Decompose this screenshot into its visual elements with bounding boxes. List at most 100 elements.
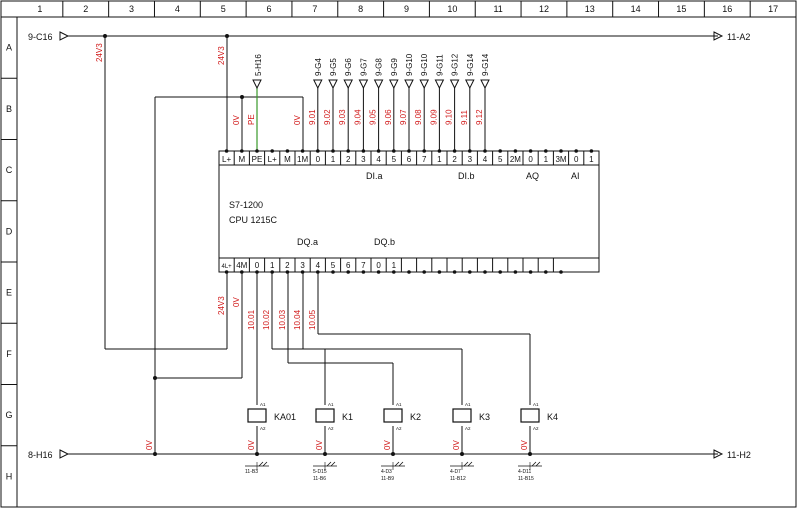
- top-terminal-label: 4: [376, 155, 381, 164]
- terminal-dot: [513, 149, 518, 153]
- row-label: B: [6, 104, 12, 114]
- terminal-dot: [331, 149, 335, 153]
- coil-a2: A2: [533, 426, 539, 431]
- top-terminal-label: PE: [252, 155, 263, 164]
- column-label: 14: [631, 4, 641, 14]
- bottom-terminal-label: 1: [392, 261, 397, 270]
- terminal-dot: [376, 149, 381, 153]
- rail-bottom-out: 11-H2: [727, 450, 751, 460]
- plc-group-di-b: DI.b: [458, 171, 475, 181]
- bottom-terminal-label: 0: [376, 261, 381, 270]
- di-cross-ref: 9-G4: [314, 58, 323, 76]
- terminal-dot: [224, 270, 229, 274]
- column-label: 17: [768, 4, 778, 14]
- terminal-dot: [407, 149, 411, 153]
- di-address: 9.08: [414, 109, 423, 125]
- contact-ref-top: 5-D15: [313, 469, 327, 475]
- plc-cpu: CPU 1215C: [229, 215, 278, 225]
- input-arrow: [358, 79, 369, 90]
- top-terminal-label: 0: [574, 155, 579, 164]
- input-arrow: [434, 79, 445, 90]
- di-cross-ref: 9-G11: [435, 54, 444, 76]
- terminal-dot: [300, 270, 305, 274]
- terminal-dot: [316, 149, 320, 153]
- input-arrow: [464, 79, 475, 90]
- terminal-dot: [513, 270, 518, 274]
- di-address: 9.07: [399, 109, 408, 125]
- top-terminal-label: 1: [589, 155, 594, 164]
- bottom-terminal-label: 7: [361, 261, 366, 270]
- label-24v-bottom: 24V3: [217, 296, 226, 315]
- input-arrow: [480, 79, 490, 90]
- terminal-dot: [437, 270, 442, 274]
- terminal-dot: [574, 149, 578, 153]
- terminal-dot: [468, 149, 472, 153]
- rail-bottom-in: 8-H16: [28, 450, 53, 460]
- di-cross-ref: 9-G12: [451, 53, 460, 76]
- coil-zero-v: 0V: [520, 440, 529, 450]
- column-label: 15: [676, 4, 686, 14]
- row-label: D: [6, 226, 13, 236]
- label-pe-ref: 5-H16: [254, 54, 263, 76]
- top-terminal-label: 5: [392, 155, 397, 164]
- terminal-dot: [240, 149, 244, 153]
- coil-a2: A2: [396, 426, 402, 431]
- terminal-dot: [544, 270, 548, 274]
- terminal-dot: [376, 270, 381, 274]
- bottom-terminal-label: 4M: [236, 261, 247, 270]
- contact-ref-bottom: 11-B12: [450, 476, 466, 482]
- top-terminal-label: M: [238, 155, 245, 164]
- terminal-dot: [483, 270, 487, 274]
- bottom-terminal-label: 4: [316, 261, 321, 270]
- contact-ref-top: 4-D3: [381, 469, 392, 475]
- input-arrow: [343, 79, 354, 90]
- top-terminal-label: 3M: [555, 155, 566, 164]
- top-terminal-label: 5: [498, 155, 503, 164]
- row-label: E: [6, 288, 12, 298]
- di-address: 9.04: [353, 109, 362, 125]
- di-cross-ref: 9-G6: [344, 58, 353, 76]
- terminal-dot: [285, 149, 290, 153]
- coil-a1: A1: [465, 402, 471, 407]
- row-label: F: [6, 349, 12, 359]
- di-cross-ref: 9-G14: [481, 53, 490, 76]
- terminal-dot: [316, 270, 320, 274]
- terminal-dot: [361, 149, 366, 153]
- terminal-dot: [331, 270, 335, 274]
- coil-a2: A2: [328, 426, 334, 431]
- coil-contact-ref: 11-B3: [245, 461, 269, 475]
- terminal-dot: [270, 149, 275, 153]
- di-address: 9.11: [460, 109, 469, 125]
- input-arrow: [328, 79, 338, 90]
- label-0v-bottom-left: 0V: [145, 440, 154, 450]
- contact-ref-top: 4-D7: [450, 469, 461, 475]
- coil-a1: A1: [260, 402, 266, 407]
- column-label: 13: [585, 4, 595, 14]
- input-arrow: [373, 79, 384, 90]
- column-label: 5: [221, 4, 226, 14]
- terminal-dot: [392, 149, 396, 153]
- row-label: A: [6, 43, 12, 53]
- terminal-dot: [528, 149, 533, 153]
- column-label: 2: [83, 4, 88, 14]
- column-label: 1: [37, 4, 42, 14]
- coil-name: KA01: [274, 412, 296, 422]
- di-cross-ref: 9-G10: [405, 53, 414, 76]
- terminal-dot: [452, 270, 457, 274]
- input-arrow: [404, 79, 414, 90]
- label-0v-4m: 0V: [232, 297, 241, 307]
- terminal-dot: [437, 149, 442, 153]
- contact-ref-bottom: 11-B6: [313, 476, 326, 482]
- terminal-dot: [240, 270, 244, 274]
- coil-name: K3: [479, 412, 490, 422]
- terminal-dot: [422, 149, 427, 153]
- coil-zero-v: 0V: [315, 440, 324, 450]
- column-label: 7: [312, 4, 317, 14]
- di-address: 9.10: [445, 109, 454, 125]
